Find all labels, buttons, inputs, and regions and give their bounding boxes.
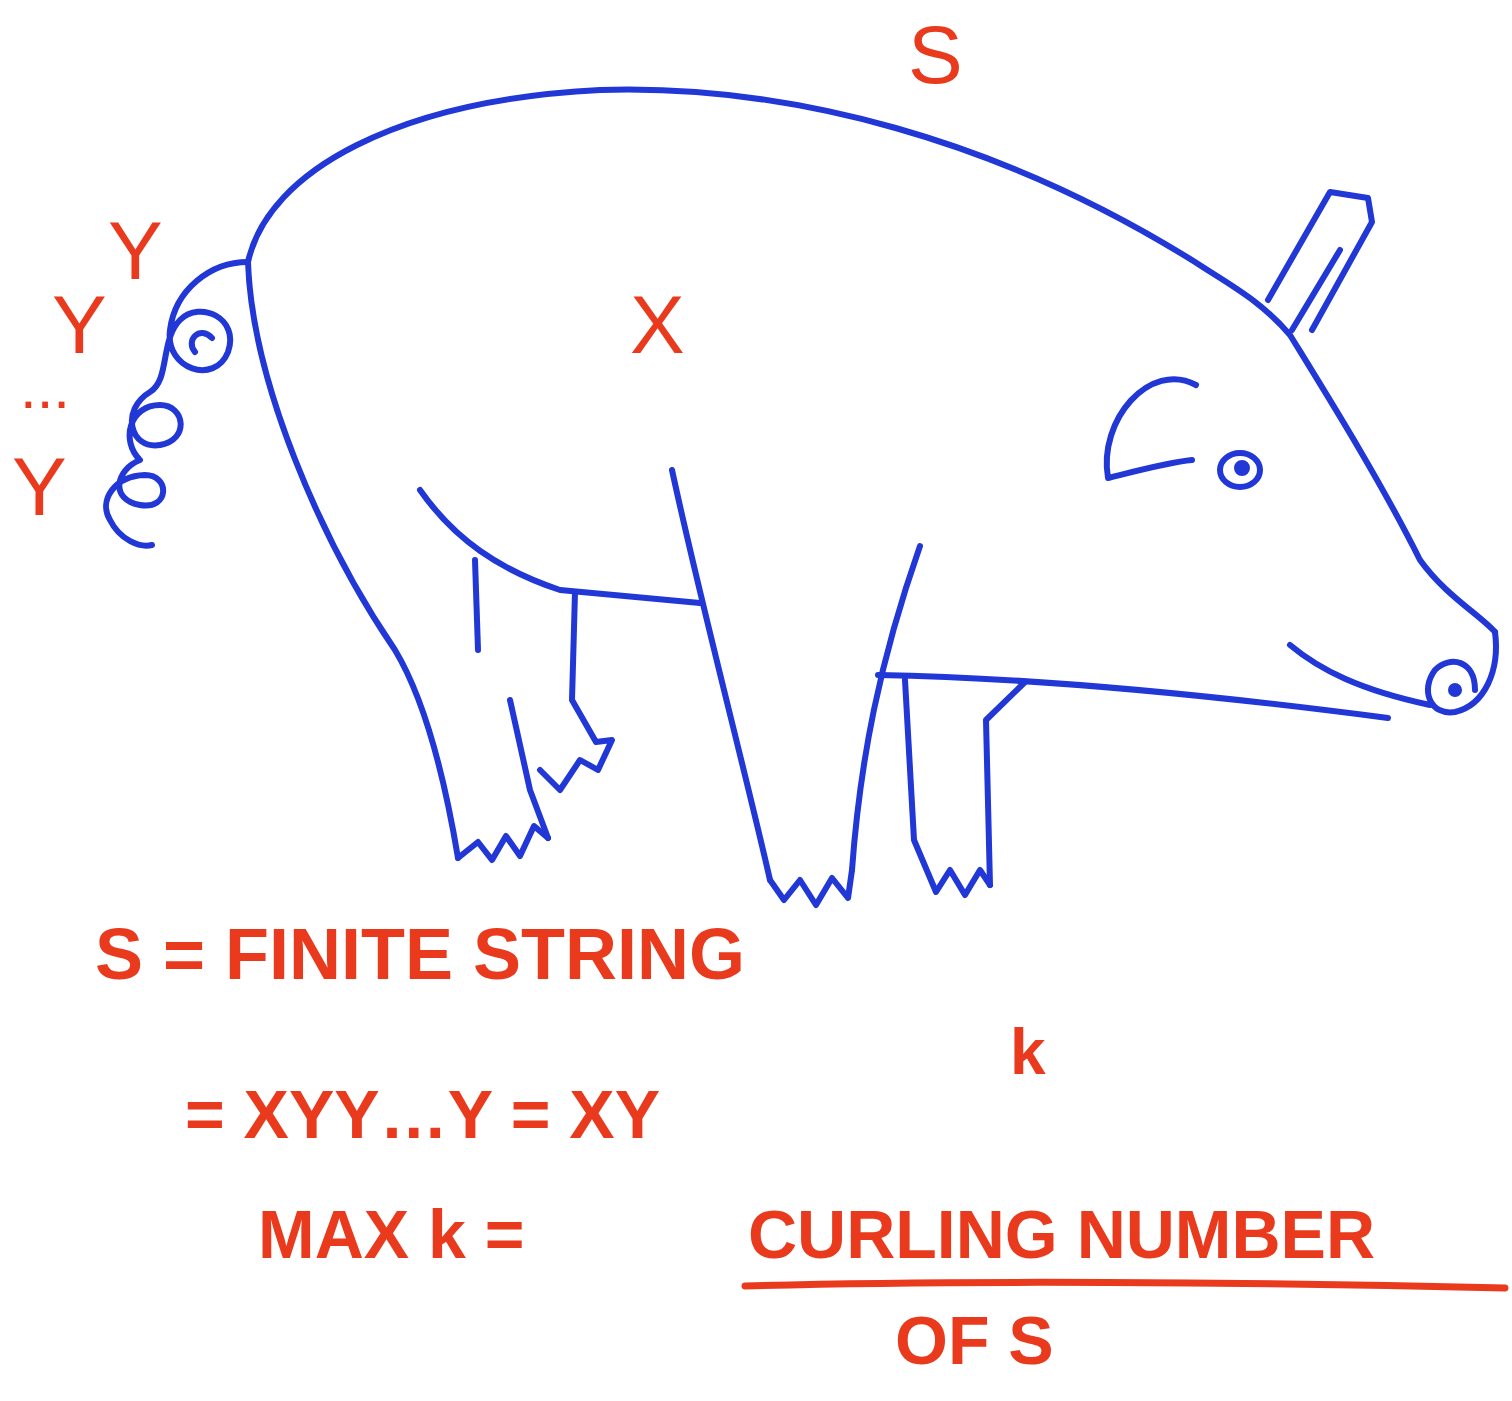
pig-outline	[106, 90, 1496, 905]
tail-label: Y	[108, 210, 163, 292]
definition-text: S = FINITE STRING	[95, 918, 745, 990]
tail-label: Y	[52, 284, 107, 366]
formula-text: MAX k =	[258, 1200, 524, 1268]
exponent-label: k	[1010, 1020, 1046, 1084]
ellipsis-label: ...	[20, 358, 70, 418]
term-text: CURLING NUMBER	[748, 1200, 1375, 1268]
underline-stroke	[745, 1282, 1505, 1288]
term-text: OF S	[895, 1306, 1054, 1374]
string-label: S	[908, 14, 963, 96]
tail-label: Y	[12, 446, 67, 528]
formula-text: = XYY…Y = XY	[185, 1080, 660, 1148]
body-label: X	[630, 284, 685, 366]
